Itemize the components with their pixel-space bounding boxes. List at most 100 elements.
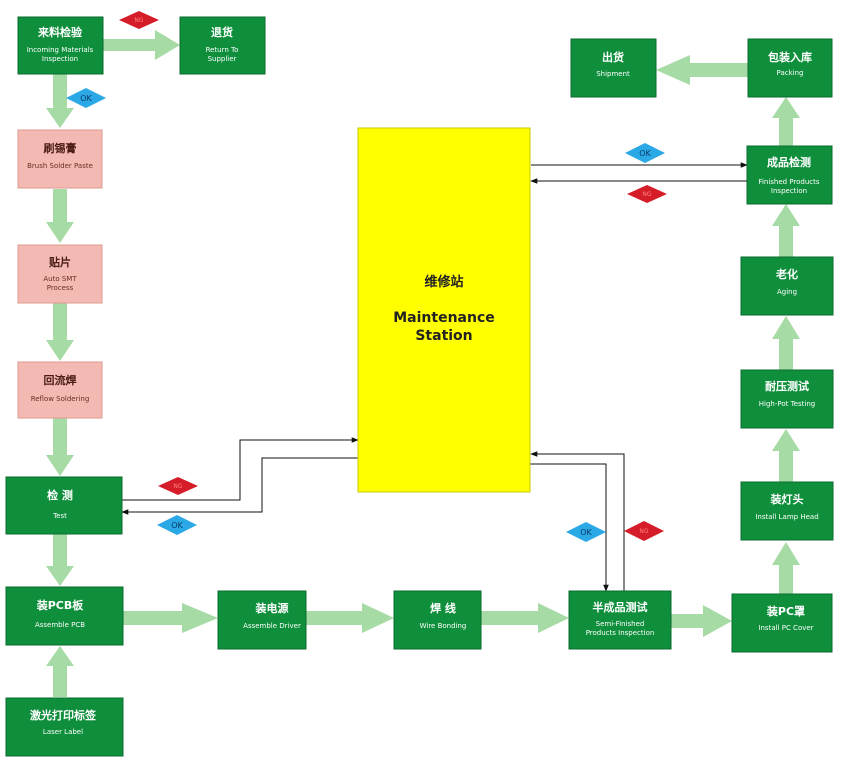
line-semi-to-maintenance xyxy=(530,451,625,591)
node-incoming-en1: Incoming Materials xyxy=(27,46,94,54)
ok-badge-finished-text: OK xyxy=(639,149,651,158)
node-brush: 刷锡膏 Brush Solder Paste xyxy=(17,129,103,189)
node-incoming: 来料检验 Incoming Materials Inspection xyxy=(17,16,104,75)
node-reflow-en1: Reflow Soldering xyxy=(31,395,90,403)
flow-arrow-pcb-to-driver xyxy=(123,603,218,633)
node-laser: 激光打印标签 Laser Label xyxy=(5,697,124,757)
maintenance-station-en2: Station xyxy=(415,328,472,344)
node-wire-en1: Wire Bonding xyxy=(420,622,467,630)
node-wire-cn: 焊 线 xyxy=(430,601,456,615)
node-test-en1: Test xyxy=(52,512,67,520)
node-pcb: 装PCB板 Assemble PCB xyxy=(5,586,124,646)
ng-badge-finished: NG xyxy=(627,185,667,203)
flow-arrow-smt-to-reflow xyxy=(46,303,74,361)
node-hipot-cn: 耐压测试 xyxy=(765,379,809,393)
ok-badge-semi-text: OK xyxy=(580,528,592,537)
node-hipot: 耐压测试 High-Pot Testing xyxy=(740,369,834,429)
flow-arrow-brush-to-smt xyxy=(46,189,74,243)
node-driver: 装电源 Assemble Driver xyxy=(217,590,307,650)
node-return-cn: 退货 xyxy=(211,25,233,39)
node-aging-en1: Aging xyxy=(777,288,797,296)
node-lamphead-en1: Install Lamp Head xyxy=(755,513,818,521)
node-incoming-en2: Inspection xyxy=(42,55,78,63)
node-aging: 老化 Aging xyxy=(740,256,834,316)
flow-arrow-incoming-to-return xyxy=(103,30,180,60)
flow-arrow-wire-to-semi xyxy=(481,603,569,633)
node-return-en1: Return To xyxy=(206,46,239,54)
node-return-en2: Supplier xyxy=(208,55,237,63)
node-test-cn: 检 测 xyxy=(47,488,73,502)
node-semi-en2: Products Inspection xyxy=(586,629,655,637)
flow-arrow-incoming-to-brush xyxy=(46,73,74,128)
node-brush-en1: Brush Solder Paste xyxy=(27,162,93,170)
node-finished-en1: Finished Products xyxy=(758,178,819,186)
node-shipment: 出货 Shipment xyxy=(570,38,657,98)
ok-badge-test-text: OK xyxy=(171,521,183,530)
ok-badge-test: OK xyxy=(157,515,197,535)
node-pccover-cn: 装PC罩 xyxy=(766,604,805,618)
ng-badge-incoming: NG xyxy=(119,11,159,29)
node-return: 退货 Return To Supplier xyxy=(179,16,266,75)
ok-badge-incoming-text: OK xyxy=(80,94,92,103)
flow-arrow-aging-to-finished xyxy=(772,204,800,257)
flow-arrow-packing-to-shipment xyxy=(656,55,748,85)
maintenance-station: 维修站 Maintenance Station xyxy=(357,127,531,493)
node-smt-en1: Auto SMT xyxy=(43,275,77,283)
ng-badge-incoming-text: NG xyxy=(134,17,143,24)
line-maintenance-to-test-lower xyxy=(121,457,358,515)
flow-arrow-reflow-to-test xyxy=(46,417,74,476)
node-smt-cn: 贴片 xyxy=(48,255,71,269)
ok-badge-semi: OK xyxy=(566,522,606,542)
node-lamphead-cn: 装灯头 xyxy=(770,492,804,506)
node-driver-en1: Assemble Driver xyxy=(243,622,301,630)
node-reflow-cn: 回流焊 xyxy=(44,373,77,387)
maintenance-station-box xyxy=(357,127,531,493)
node-packing: 包装入库 Packing xyxy=(747,38,833,98)
node-pcb-en1: Assemble PCB xyxy=(35,621,85,629)
line-maintenance-to-semi xyxy=(530,463,609,592)
node-wire: 焊 线 Wire Bonding xyxy=(393,590,482,650)
line-test-to-maintenance-upper xyxy=(122,437,359,501)
flow-arrows xyxy=(46,30,800,697)
flow-arrow-finished-to-packing xyxy=(772,97,800,146)
flow-arrow-driver-to-wire xyxy=(306,603,394,633)
node-pccover-en1: Install PC Cover xyxy=(758,624,813,632)
node-shipment-cn: 出货 xyxy=(602,50,624,64)
node-pcb-cn: 装PCB板 xyxy=(36,598,85,612)
flow-arrow-pccover-to-lamphead xyxy=(772,542,800,594)
ng-badge-semi: NG xyxy=(624,521,664,541)
node-brush-cn: 刷锡膏 xyxy=(44,141,77,155)
node-finished-en2: Inspection xyxy=(771,187,807,195)
node-lamphead: 装灯头 Install Lamp Head xyxy=(740,481,834,541)
flow-arrow-hipot-to-aging xyxy=(772,316,800,370)
node-finished: 成品检测 Finished Products Inspection xyxy=(746,145,833,205)
node-semi-cn: 半成品测试 xyxy=(593,600,648,614)
ng-badge-semi-text: NG xyxy=(639,528,648,535)
ok-badge-finished: OK xyxy=(625,143,665,163)
node-packing-cn: 包装入库 xyxy=(767,50,812,64)
node-semi: 半成品测试 Semi-Finished Products Inspection xyxy=(568,590,672,650)
flow-arrow-laser-to-pcb xyxy=(46,646,74,697)
node-driver-cn: 装电源 xyxy=(255,601,289,615)
ok-badge-incoming: OK xyxy=(66,88,106,108)
node-hipot-en1: High-Pot Testing xyxy=(759,400,815,408)
badges: NG OK NG OK OK NG OK xyxy=(66,11,667,542)
node-laser-cn: 激光打印标签 xyxy=(30,708,97,722)
ng-badge-test-text: NG xyxy=(173,483,182,490)
maintenance-station-cn: 维修站 xyxy=(424,274,463,290)
ng-badge-test: NG xyxy=(158,477,198,495)
flow-arrow-test-to-pcb xyxy=(46,534,74,586)
node-smt: 贴片 Auto SMT Process xyxy=(17,244,103,304)
connector-lines xyxy=(121,162,748,592)
node-shipment-en1: Shipment xyxy=(596,70,630,78)
flow-arrow-lamphead-to-hipot xyxy=(772,429,800,482)
node-test: 检 测 Test xyxy=(5,476,123,535)
flow-arrow-semi-to-pccover xyxy=(671,605,732,637)
ng-badge-finished-text: NG xyxy=(642,191,651,198)
node-incoming-cn: 来料检验 xyxy=(37,25,83,39)
node-smt-en2: Process xyxy=(47,284,74,292)
maintenance-station-en1: Maintenance xyxy=(393,310,495,326)
node-aging-cn: 老化 xyxy=(775,267,798,281)
node-reflow: 回流焊 Reflow Soldering xyxy=(17,361,103,419)
